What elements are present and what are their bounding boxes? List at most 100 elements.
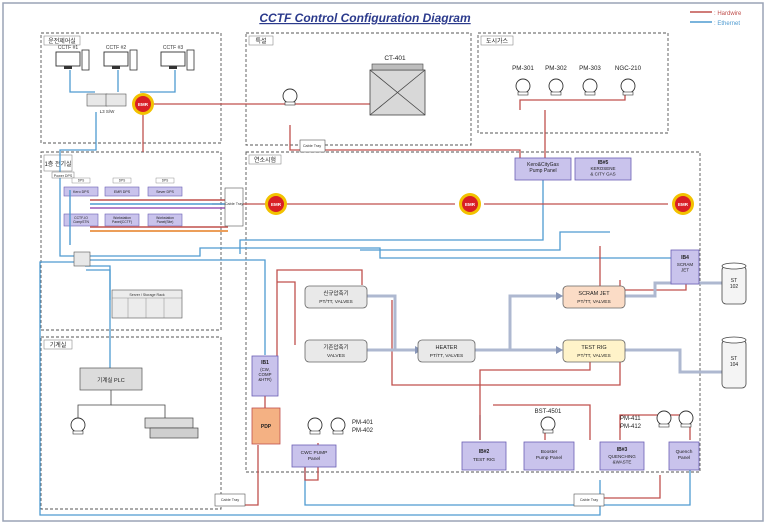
power-bus: [69, 190, 228, 245]
booster-pump: [540, 416, 556, 434]
scram-jet-box: SCRAM JET PT/TT, VALVES: [562, 285, 626, 309]
room-label-special: 특설: [255, 37, 266, 45]
emr-button-4: EMR: [672, 193, 694, 215]
power-panel-top-label-2: EMR DPS: [114, 190, 131, 194]
quench-panel: [668, 441, 700, 471]
machine-room: 기계실 PLC: [70, 367, 199, 439]
operator-pc-label-1: CCTF #1: [58, 45, 79, 51]
emr-label-1: EMR: [138, 102, 149, 107]
cwc-pump-panel: [291, 444, 337, 468]
eth-wire-ib5: [360, 231, 610, 251]
booster-pump-panel: [523, 441, 575, 471]
cable-tray-top: [299, 139, 326, 153]
machine-tank-bank: [144, 417, 199, 439]
hw-wire-ib1-newcomp: [276, 269, 363, 356]
cwc-pump-tag-1: PM-401: [352, 420, 374, 426]
power-panel-top-label-3: Sever DPS: [156, 190, 174, 194]
operator-pc-1: CCTF #1: [55, 45, 90, 71]
hw-wire-meters-bus: [519, 92, 626, 110]
quench-pump-tag-2: PM-412: [620, 424, 642, 430]
pdp-label: PDP: [261, 424, 272, 430]
eth-wire-plc: [86, 269, 111, 380]
room-special: [245, 32, 472, 146]
cwc-pump-1: [307, 417, 323, 435]
quench-pump-2: [678, 410, 694, 428]
test-rig-sublabel: PT/TT, VALVES: [577, 353, 610, 359]
room-label-fuel: 도시가스: [486, 37, 509, 45]
ib4-panel: [670, 249, 700, 285]
old-compressor-box: 기존압축기 VALVES: [304, 339, 368, 363]
room-label-machine: 기계실: [50, 341, 67, 349]
fuel-meter-4: NGC-210: [615, 65, 642, 96]
operator-pc-3: CCTF #3: [160, 45, 195, 71]
ib1-panel: [251, 355, 279, 397]
old-compressor-label: 기존압축기: [323, 343, 348, 351]
server-rack: [111, 289, 183, 319]
ib2-label: TEST RIG: [473, 457, 495, 463]
cable-tray-bottom-right-label: Cable Tray: [580, 498, 598, 502]
hw-wire-ib2-booster: [493, 404, 591, 440]
hw-wire-testrig: [391, 300, 621, 386]
fuel-meter-label-4: NGC-210: [615, 65, 642, 72]
fuel-meter-label-1: PM-301: [512, 65, 534, 72]
cable-tray-power-label: Cable Tray: [225, 202, 243, 206]
ib5-panel: [574, 157, 632, 181]
legend: : Hardwire : Ethernet: [690, 11, 742, 27]
hw-wire-bottom-tray: [595, 475, 661, 499]
cable-tray-bottom-right: [573, 493, 605, 507]
ib3-panel: [599, 441, 645, 471]
power-top-tag: [51, 171, 75, 179]
ib5-label: KEROSENE& CITY GAS: [590, 166, 615, 177]
cable-tray-power: [224, 187, 244, 227]
power-panel-tag-3: DPS: [162, 179, 169, 183]
ib1-label: (CW,COMP&HTR): [258, 367, 272, 382]
eth-wire-pc3: [140, 70, 176, 93]
operator-pc-2: CCTF #2: [103, 45, 138, 71]
pipe-arrow-scram: [556, 292, 563, 300]
machine-plc-label: 기계실 PLC: [97, 376, 124, 384]
cable-tray-bottom-left: [214, 493, 246, 507]
cable-tray-top-label: Cable Tray: [303, 144, 321, 148]
old-compressor-sublabel: VALVES: [327, 353, 345, 359]
heater-label: HEATER: [436, 345, 458, 351]
eth-wire-pc1: [69, 70, 95, 93]
legend-hardwire-label: : Hardwire: [714, 11, 742, 17]
cable-tray-power-text: Cable Tray: [225, 202, 243, 206]
cable-tray-bottom-left-label: Cable Tray: [221, 498, 239, 502]
scram-jet-label: SCRAM JET: [578, 291, 610, 297]
hw-wire-ib1-oldcomp: [277, 281, 296, 345]
scram-jet-sublabel: PT/TT, VALVES: [577, 299, 610, 305]
fuel-meter-3: PM-303: [579, 65, 601, 96]
ib5-id: IB#5: [598, 160, 609, 166]
room-label-power: 1층 전기실: [44, 160, 71, 168]
test-rig-label: TEST RIG: [581, 345, 606, 351]
new-compressor-sublabel: PT/TT, VALVES: [319, 299, 352, 305]
eth-wire-hub-down: [59, 112, 97, 257]
room-fuel: [477, 32, 669, 134]
hub-label: L3 S/W: [100, 109, 116, 114]
network-switch-a: [86, 93, 108, 107]
cooling-tower-label: CT-401: [384, 55, 406, 62]
emr-label-3: EMR: [465, 202, 476, 207]
pipe-newcomp-heater: [367, 294, 397, 350]
